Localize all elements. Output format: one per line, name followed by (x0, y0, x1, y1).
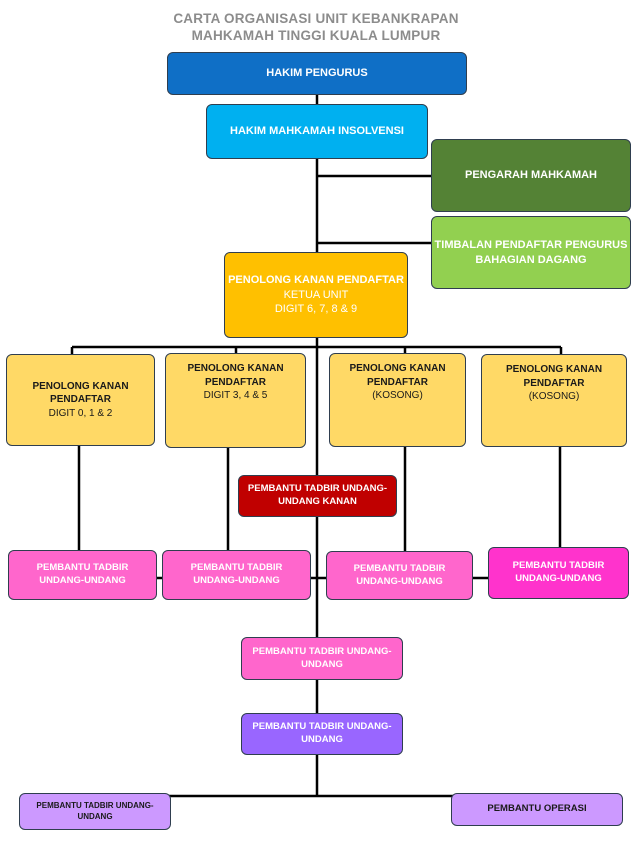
ketua-unit-line-1: PENOLONG KANAN PENDAFTAR (228, 273, 404, 286)
ketua-unit-line-2: KETUA UNIT (283, 288, 349, 301)
pembantu-tadbir-5-box: PEMBANTU TADBIR UNDANG- UNDANG (241, 637, 403, 680)
ptu-4-line-1: PEMBANTU TADBIR (512, 560, 605, 572)
ptu-3-line-1: PEMBANTU TADBIR (353, 562, 446, 574)
pembantu-tadbir-3-box: PEMBANTU TADBIR UNDANG-UNDANG (326, 551, 473, 600)
ptu-4-line-2: UNDANG-UNDANG (515, 573, 602, 584)
pengarah-mahkamah-box: PENGARAH MAHKAMAH (431, 139, 631, 212)
ptu-3-line-2: UNDANG-UNDANG (356, 575, 443, 587)
ptu-2-line-2: UNDANG-UNDANG (193, 575, 280, 586)
pembantu-operasi-box: PEMBANTU OPERASI (451, 793, 623, 826)
ptu-5-line-1: PEMBANTU TADBIR UNDANG- (252, 645, 392, 657)
ptu-6-line-2: UNDANG (301, 734, 343, 745)
timbalan-pendaftar-line-2: BAHAGIAN DAGANG (475, 253, 587, 266)
chart-title-line-1: CARTA ORGANISASI UNIT KEBANKRAPAN (173, 11, 459, 26)
ptu-7-line-2: UNDANG (77, 811, 113, 821)
timbalan-pendaftar-line-1: TIMBALAN PENDAFTAR PENGURUS (434, 238, 628, 251)
pkp-3-line-1: PENOLONG KANAN (349, 363, 446, 374)
pkp-3-line-2: PENDAFTAR (367, 376, 428, 388)
pkp-kosong-2-box: PENOLONG KANAN PENDAFTAR (KOSONG) (481, 354, 627, 447)
ptuk-line-2: UNDANG KANAN (278, 496, 357, 507)
pembantu-operasi-label: PEMBANTU OPERASI (487, 803, 587, 815)
pembantu-tadbir-4-box: PEMBANTU TADBIR UNDANG-UNDANG (488, 547, 629, 599)
pkp-digit-345-box: PENOLONG KANAN PENDAFTAR DIGIT 3, 4 & 5 (165, 353, 306, 448)
hakim-mahkamah-insolvensi-label: HAKIM MAHKAMAH INSOLVENSI (230, 125, 404, 138)
ptuk-line-1: PEMBANTU TADBIR UNDANG- (247, 483, 388, 495)
pkp-1-line-1: PENOLONG KANAN (32, 380, 129, 392)
pembantu-tadbir-kanan-box: PEMBANTU TADBIR UNDANG- UNDANG KANAN (238, 475, 397, 517)
pkp-digit-012-box: PENOLONG KANAN PENDAFTAR DIGIT 0, 1 & 2 (6, 354, 155, 446)
pkp-4-line-3: (KOSONG) (528, 391, 580, 402)
pkp-1-line-3: DIGIT 0, 1 & 2 (48, 407, 113, 419)
pkp-1-line-2: PENDAFTAR (50, 394, 111, 406)
timbalan-pendaftar-box: TIMBALAN PENDAFTAR PENGURUS BAHAGIAN DAG… (431, 216, 631, 289)
ketua-unit-box: PENOLONG KANAN PENDAFTAR KETUA UNIT DIGI… (224, 252, 408, 338)
pkp-4-line-1: PENOLONG KANAN (505, 364, 603, 375)
ptu-1-line-2: UNDANG-UNDANG (39, 575, 126, 586)
pembantu-tadbir-2-box: PEMBANTU TADBIR UNDANG-UNDANG (162, 550, 311, 600)
ketua-unit-line-3: DIGIT 6, 7, 8 & 9 (274, 303, 358, 316)
pkp-2-line-2: PENDAFTAR (205, 376, 266, 388)
hakim-mahkamah-insolvensi-box: HAKIM MAHKAMAH INSOLVENSI (206, 104, 428, 159)
ptu-5-line-2: UNDANG (301, 658, 343, 670)
hakim-pengurus-box: HAKIM PENGURUS (167, 52, 467, 95)
ptu-6-line-1: PEMBANTU TADBIR UNDANG- (252, 721, 392, 733)
pengarah-mahkamah-label: PENGARAH MAHKAMAH (465, 169, 597, 182)
pkp-kosong-1-box: PENOLONG KANAN PENDAFTAR (KOSONG) (329, 353, 466, 447)
pembantu-tadbir-1-box: PEMBANTU TADBIR UNDANG-UNDANG (8, 550, 157, 600)
pembantu-tadbir-7-box: PEMBANTU TADBIR UNDANG- UNDANG (19, 793, 171, 830)
pkp-3-line-3: (KOSONG) (372, 390, 423, 401)
pkp-4-line-2: PENDAFTAR (523, 377, 585, 389)
ptu-7-line-1: PEMBANTU TADBIR UNDANG- (36, 800, 154, 810)
pkp-2-line-1: PENOLONG KANAN (187, 363, 284, 374)
chart-title-line-2: MAHKAMAH TINGGI KUALA LUMPUR (191, 28, 441, 43)
pembantu-tadbir-6-box: PEMBANTU TADBIR UNDANG- UNDANG (241, 713, 403, 755)
ptu-2-line-1: PEMBANTU TADBIR (190, 562, 283, 574)
pkp-2-line-3: DIGIT 3, 4 & 5 (203, 390, 268, 401)
hakim-pengurus-label: HAKIM PENGURUS (266, 67, 368, 80)
ptu-1-line-1: PEMBANTU TADBIR (36, 562, 129, 574)
